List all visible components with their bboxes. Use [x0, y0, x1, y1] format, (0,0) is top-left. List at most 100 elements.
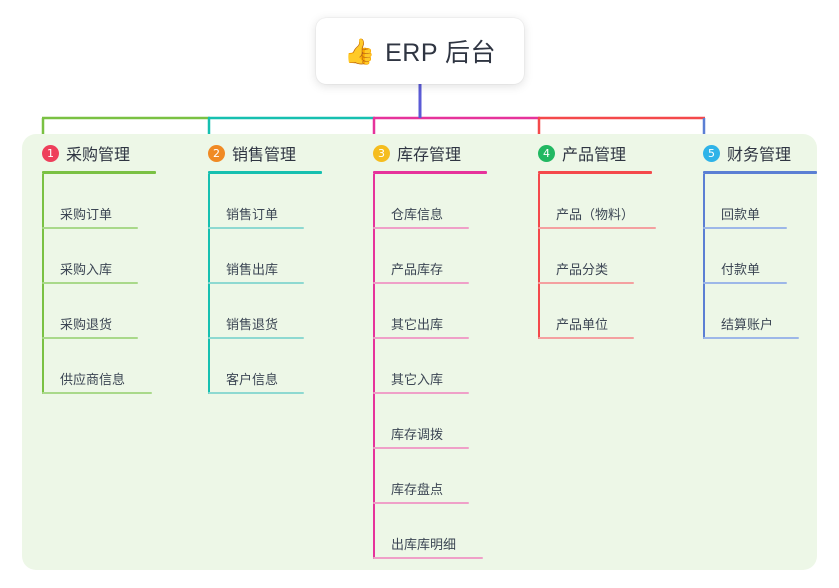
branch-column-1: 1 采购管理采购订单采购入库采购退货供应商信息 — [32, 140, 156, 394]
branch-item[interactable]: 库存盘点 — [373, 449, 487, 504]
thumbs-up-icon: 👍 — [343, 36, 376, 66]
branch-spine — [208, 174, 210, 394]
branch-header-rule — [703, 171, 817, 174]
branch-item[interactable]: 其它入库 — [373, 339, 487, 394]
branch-item-rule — [208, 282, 304, 284]
branch-items: 产品（物料） 产品分类产品单位 — [538, 174, 656, 339]
branch-item-label: 销售出库 — [226, 262, 279, 278]
branch-header-rule — [208, 171, 322, 174]
branch-item-label: 仓库信息 — [391, 207, 444, 223]
branch-item[interactable]: 采购退货 — [42, 284, 156, 339]
branch-header-1[interactable]: 1 采购管理 — [32, 140, 156, 166]
branch-number-badge: 2 — [208, 144, 225, 162]
branch-item-rule — [373, 392, 469, 394]
branch-item-rule — [373, 337, 469, 339]
branch-item[interactable]: 仓库信息 — [373, 174, 487, 229]
branch-item-label: 付款单 — [721, 262, 761, 278]
branch-item-rule — [538, 282, 634, 284]
branch-items: 采购订单采购入库采购退货供应商信息 — [42, 174, 156, 394]
branch-header-rule — [538, 171, 652, 174]
branch-item-label: 供应商信息 — [60, 372, 126, 388]
branch-item[interactable]: 采购入库 — [42, 229, 156, 284]
branch-item-label: 出库库明细 — [391, 537, 457, 553]
root-title: ERP 后台 — [385, 39, 497, 67]
branch-item[interactable]: 其它出库 — [373, 284, 487, 339]
branch-title: 财务管理 — [727, 147, 792, 164]
branch-item-rule — [42, 392, 152, 394]
branch-number-badge: 4 — [538, 144, 555, 162]
branch-title: 销售管理 — [232, 147, 297, 164]
branch-items: 销售订单销售出库销售退货客户信息 — [208, 174, 322, 394]
root-node[interactable]: 👍 ERP 后台 — [316, 18, 524, 84]
branch-column-2: 2 销售管理销售订单销售出库销售退货客户信息 — [198, 140, 322, 394]
branch-item-label: 销售订单 — [226, 207, 279, 223]
branch-item[interactable]: 产品单位 — [538, 284, 652, 339]
branch-item[interactable]: 产品分类 — [538, 229, 652, 284]
branch-header-3[interactable]: 3 库存管理 — [363, 140, 487, 166]
branch-item-rule — [538, 227, 656, 229]
branch-item-rule — [373, 447, 469, 449]
branch-item[interactable]: 销售订单 — [208, 174, 322, 229]
branch-item-label: 采购退货 — [60, 317, 113, 333]
branch-header-rule — [373, 171, 487, 174]
branch-item-rule — [208, 227, 304, 229]
branch-item-rule — [703, 282, 787, 284]
branch-item-label: 产品库存 — [391, 262, 444, 278]
branch-spine — [703, 174, 705, 339]
branch-title: 采购管理 — [66, 147, 131, 164]
branch-item-label: 产品（物料） — [556, 207, 635, 223]
branch-spine — [42, 174, 44, 394]
branch-title: 库存管理 — [397, 147, 462, 164]
branch-item-label: 采购订单 — [60, 207, 113, 223]
branch-item-rule — [373, 227, 469, 229]
branch-item-rule — [703, 227, 787, 229]
branch-items: 回款单付款单结算账户 — [703, 174, 817, 339]
branch-item[interactable]: 销售退货 — [208, 284, 322, 339]
branch-item[interactable]: 供应商信息 — [42, 339, 156, 394]
branch-item-label: 回款单 — [721, 207, 761, 223]
branch-item[interactable]: 回款单 — [703, 174, 817, 229]
branch-item-label: 其它入库 — [391, 372, 444, 388]
branch-header-5[interactable]: 5 财务管理 — [693, 140, 817, 166]
branch-title: 产品管理 — [562, 147, 627, 164]
branch-item-label: 其它出库 — [391, 317, 444, 333]
branch-item-label: 库存盘点 — [391, 482, 444, 498]
branch-item-rule — [373, 557, 483, 559]
branch-item-label: 结算账户 — [721, 317, 774, 333]
branch-header-rule — [42, 171, 156, 174]
branch-item-label: 采购入库 — [60, 262, 113, 278]
branch-column-4: 4 产品管理产品（物料） 产品分类产品单位 — [528, 140, 656, 339]
branch-number-badge: 1 — [42, 144, 59, 162]
branch-item-rule — [42, 337, 138, 339]
branch-column-3: 3 库存管理仓库信息产品库存其它出库其它入库库存调拨库存盘点出库库明细 — [363, 140, 487, 559]
branch-item[interactable]: 付款单 — [703, 229, 817, 284]
branch-item-rule — [373, 502, 469, 504]
branch-spine — [373, 174, 375, 559]
branch-number-badge: 5 — [703, 144, 720, 162]
branch-item-rule — [703, 337, 799, 339]
branch-item[interactable]: 产品库存 — [373, 229, 487, 284]
branch-item[interactable]: 销售出库 — [208, 229, 322, 284]
branch-header-4[interactable]: 4 产品管理 — [528, 140, 652, 166]
branch-item[interactable]: 采购订单 — [42, 174, 156, 229]
branch-item[interactable]: 客户信息 — [208, 339, 322, 394]
branch-item-rule — [42, 282, 138, 284]
branch-header-2[interactable]: 2 销售管理 — [198, 140, 322, 166]
branch-item-label: 库存调拨 — [391, 427, 444, 443]
branch-item-rule — [373, 282, 469, 284]
branch-item[interactable]: 出库库明细 — [373, 504, 487, 559]
branch-items: 仓库信息产品库存其它出库其它入库库存调拨库存盘点出库库明细 — [373, 174, 487, 559]
branch-item-rule — [208, 392, 304, 394]
branch-item[interactable]: 库存调拨 — [373, 394, 487, 449]
branch-item[interactable]: 产品（物料） — [538, 174, 656, 229]
branch-item-label: 客户信息 — [226, 372, 279, 388]
branch-item-rule — [538, 337, 634, 339]
branch-spine — [538, 174, 540, 339]
branch-item-rule — [208, 337, 304, 339]
branch-column-5: 5 财务管理回款单付款单结算账户 — [693, 140, 817, 339]
branch-number-badge: 3 — [373, 144, 390, 162]
branch-item[interactable]: 结算账户 — [703, 284, 817, 339]
branch-item-label: 销售退货 — [226, 317, 279, 333]
branch-item-label: 产品单位 — [556, 317, 609, 333]
